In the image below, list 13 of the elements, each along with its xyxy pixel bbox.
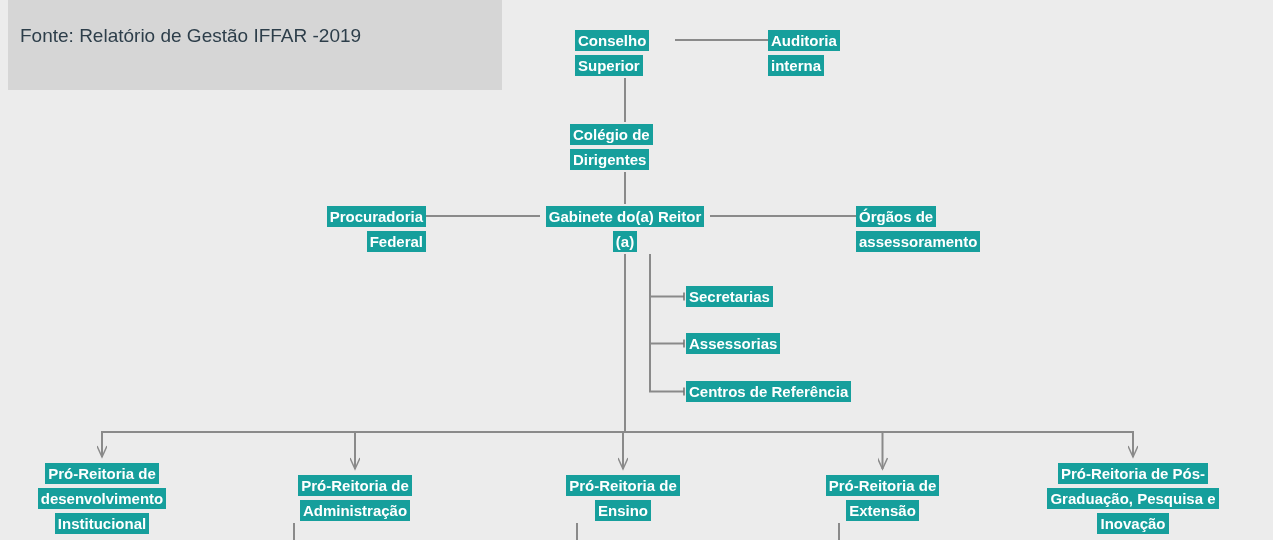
- source-note: Fonte: Relatório de Gestão IFFAR -2019: [20, 25, 362, 46]
- connector-line: [293, 522, 295, 540]
- connector-line: [624, 171, 626, 205]
- unit-label: Assessorias: [686, 331, 781, 356]
- connector-line: [838, 522, 840, 540]
- connector-line: [709, 215, 857, 217]
- connector-line: [624, 77, 626, 123]
- connector-line: [576, 522, 578, 540]
- unit-label: Centros de Referência: [686, 379, 852, 404]
- connector-line: [674, 39, 769, 41]
- unit-label: Secretarias: [686, 284, 773, 309]
- connector-line: [649, 253, 685, 397]
- connector-line: [425, 215, 541, 217]
